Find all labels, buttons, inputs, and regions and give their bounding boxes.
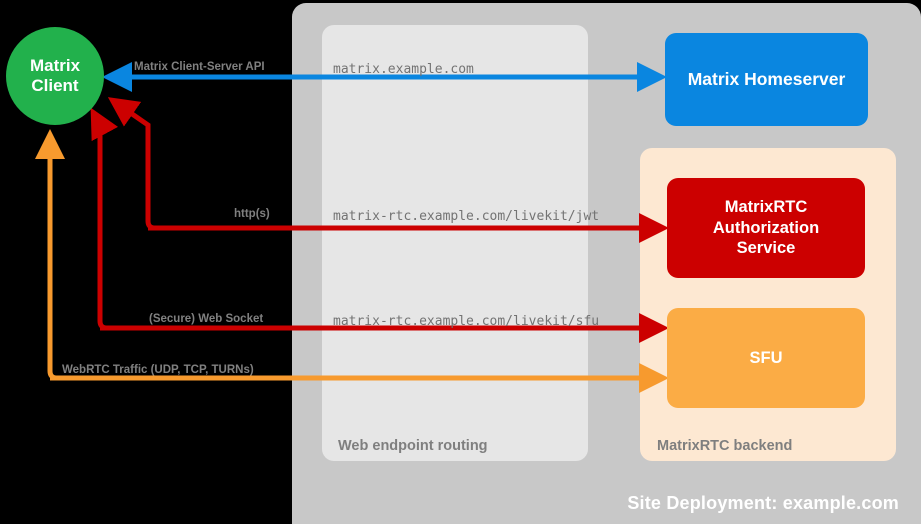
node-sfu[interactable]: SFU bbox=[667, 308, 865, 408]
sfu-label: SFU bbox=[749, 348, 783, 367]
auth-service-line3: Service bbox=[736, 239, 796, 258]
edge-label-client-server-api: Matrix Client-Server API bbox=[134, 61, 265, 73]
matrix-client-line1: Matrix bbox=[29, 55, 81, 75]
auth-service-line1: MatrixRTC bbox=[724, 198, 808, 217]
web-endpoint-routing-label: Web endpoint routing bbox=[338, 438, 488, 454]
web-endpoint-routing-container bbox=[322, 25, 588, 461]
endpoint-url-matrix: matrix.example.com bbox=[333, 62, 474, 77]
matrix-homeserver-label: Matrix Homeserver bbox=[687, 69, 846, 89]
edge-label-websocket: (Secure) Web Socket bbox=[149, 313, 264, 325]
site-deployment-label: Site Deployment: example.com bbox=[627, 493, 899, 513]
edge-label-https: http(s) bbox=[234, 208, 270, 220]
endpoint-url-livekit-sfu: matrix-rtc.example.com/livekit/sfu bbox=[333, 314, 600, 329]
matrix-client-line2: Client bbox=[31, 76, 79, 95]
endpoint-url-livekit-jwt: matrix-rtc.example.com/livekit/jwt bbox=[333, 209, 600, 224]
auth-service-line2: Authorization bbox=[712, 218, 820, 237]
edge-label-webrtc: WebRTC Traffic (UDP, TCP, TURNs) bbox=[62, 364, 254, 376]
node-matrixrtc-authorization-service[interactable]: MatrixRTC Authorization Service bbox=[667, 178, 865, 278]
node-matrix-homeserver[interactable]: Matrix Homeserver bbox=[665, 33, 868, 126]
node-matrix-client[interactable]: Matrix Client bbox=[6, 27, 104, 125]
matrixrtc-backend-label: MatrixRTC backend bbox=[657, 438, 793, 454]
